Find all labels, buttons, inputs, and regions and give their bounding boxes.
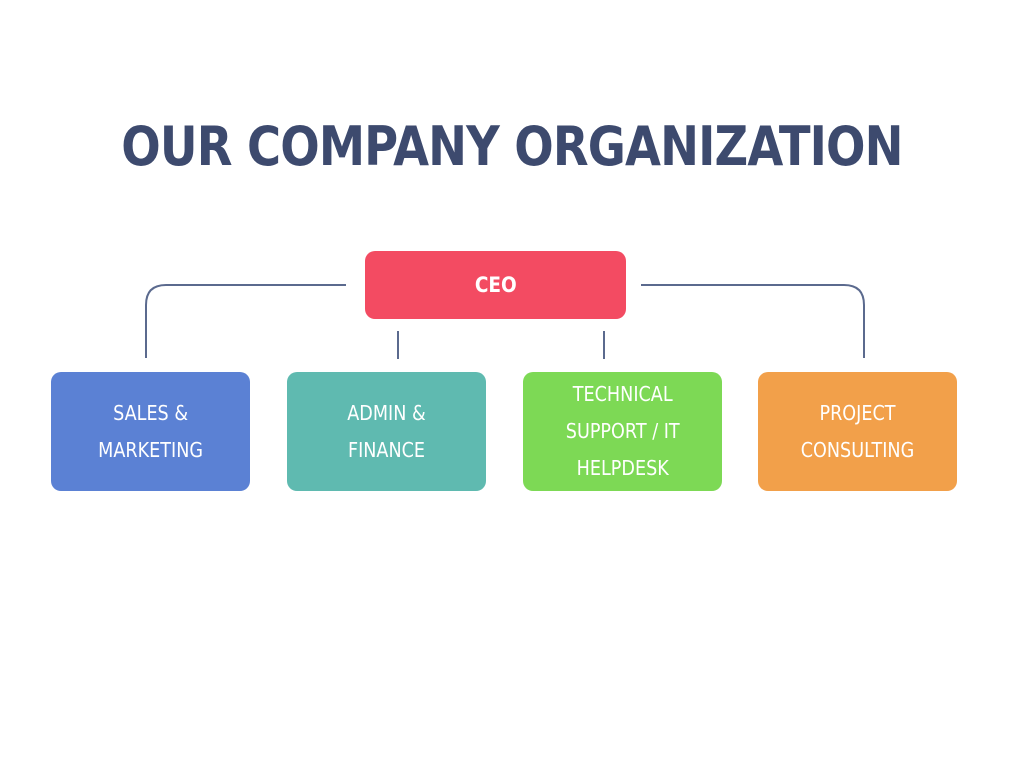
sales-marketing-box: SALES & MARKETING [51, 372, 250, 491]
sales-marketing-label: SALES & MARKETING [98, 400, 203, 462]
admin-finance-box: ADMIN & FINANCE [287, 372, 486, 491]
connector-ceo-to-sales [145, 284, 346, 358]
ceo-box: CEO [365, 251, 626, 319]
technical-support-box: TECHNICAL SUPPORT / IT HELPDESK [523, 372, 722, 491]
admin-finance-label: ADMIN & FINANCE [347, 400, 426, 462]
ceo-label: CEO [474, 272, 517, 297]
project-consulting-label: PROJECT CONSULTING [800, 400, 915, 462]
technical-support-label: TECHNICAL SUPPORT / IT HELPDESK [565, 382, 680, 480]
connector-ceo-to-project [641, 284, 865, 358]
project-consulting-box: PROJECT CONSULTING [758, 372, 957, 491]
page-title: OUR COMPANY ORGANIZATION [121, 115, 903, 179]
